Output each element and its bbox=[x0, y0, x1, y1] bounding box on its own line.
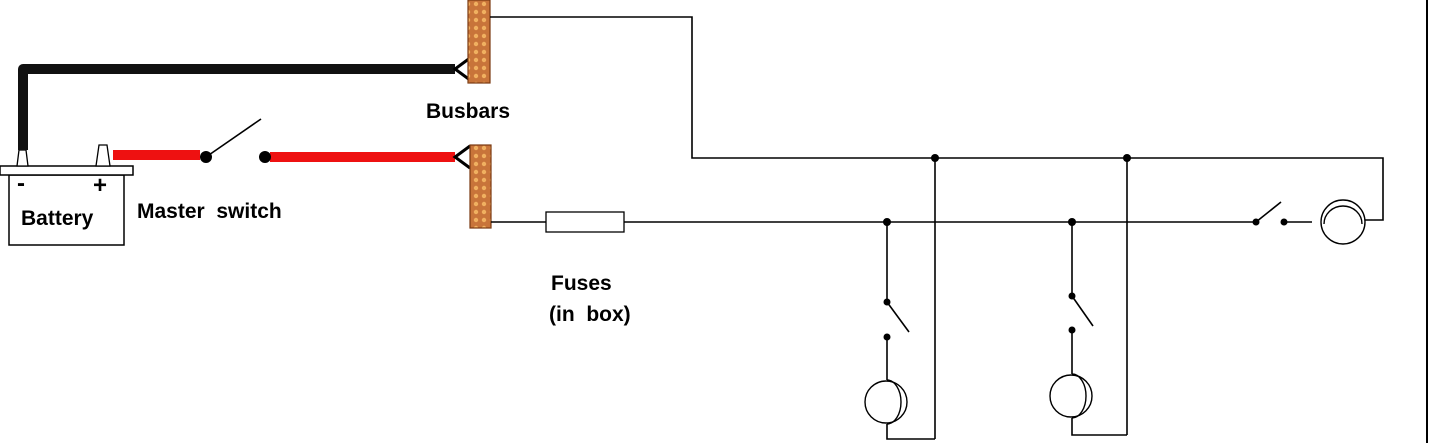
fuse bbox=[545, 211, 625, 233]
master-switch-label: Master switch bbox=[137, 200, 282, 223]
negative-cable bbox=[18, 64, 455, 150]
busbars-label: Busbars bbox=[426, 100, 510, 123]
branch-2-switch-arm bbox=[1071, 295, 1094, 327]
fuses-label-line1: Fuses bbox=[551, 272, 612, 295]
branch-1-switch-arm bbox=[886, 301, 910, 333]
battery-negative-terminal bbox=[16, 149, 29, 167]
negative-busbar bbox=[467, 0, 491, 84]
master-switch-arm bbox=[205, 118, 262, 158]
branch-1-lamp-filament bbox=[886, 379, 902, 425]
branch-2-lamp-filament bbox=[1071, 373, 1087, 419]
branch-3-lamp-filament bbox=[1323, 205, 1363, 225]
battery-body bbox=[8, 174, 125, 246]
battery-top-plate bbox=[0, 165, 134, 176]
branch-3-switch-arm bbox=[1255, 201, 1282, 223]
master-switch bbox=[200, 118, 271, 163]
master-switch-contact-right bbox=[259, 151, 271, 163]
battery-positive-terminal bbox=[95, 144, 111, 167]
negative-cable-lug bbox=[452, 56, 471, 82]
fuses-label-line2: (in box) bbox=[549, 303, 631, 326]
negative-return-wire bbox=[490, 16, 1384, 221]
positive-busbar bbox=[469, 144, 492, 229]
battery: - + Battery bbox=[0, 144, 134, 246]
battery-label: Battery bbox=[21, 207, 94, 230]
branch-2-return-wire bbox=[1071, 418, 1127, 436]
branch-1-lamp-icon bbox=[864, 380, 908, 424]
branch-1-return-wire bbox=[886, 424, 935, 440]
branch-2-lamp-icon bbox=[1049, 374, 1093, 418]
battery-plus-sign: + bbox=[93, 172, 107, 199]
branch-3-lamp-icon bbox=[1320, 199, 1366, 245]
battery-minus-sign: - bbox=[17, 170, 25, 197]
positive-cable-lug bbox=[452, 144, 471, 170]
